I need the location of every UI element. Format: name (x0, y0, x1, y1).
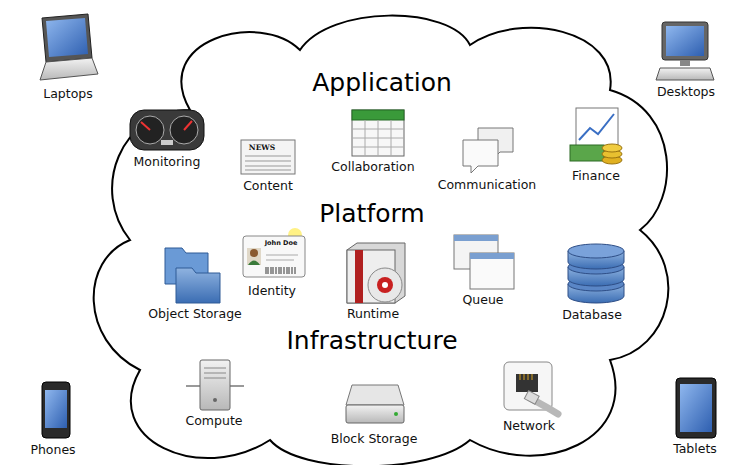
icon-label: Compute (185, 413, 242, 428)
newspaper-icon (241, 140, 295, 174)
icon-label: Tablets (673, 441, 717, 456)
icon-label: Desktops (657, 84, 715, 99)
icon-text: John Doe (265, 240, 298, 248)
finance-icon (570, 108, 622, 164)
icon-label: Network (503, 418, 555, 433)
tablet-icon (676, 378, 716, 438)
gauge-icon (130, 110, 204, 150)
icon-text: NEWS (249, 143, 275, 152)
icon-label: Monitoring (134, 154, 201, 169)
icon-label: Block Storage (331, 431, 418, 446)
icon-label: Object Storage (148, 306, 242, 321)
hard-drive-icon (346, 385, 404, 423)
icon-label: Content (243, 178, 293, 193)
icon-label: Laptops (43, 86, 93, 101)
folder-icon (165, 248, 220, 303)
icon-label: Finance (572, 168, 620, 183)
queue-windows-icon (454, 235, 514, 289)
layer-heading: Infrastructure (286, 326, 457, 356)
icon-label: Runtime (347, 306, 399, 321)
server-icon (186, 360, 244, 410)
runtime-box-icon (347, 243, 405, 303)
icon-label: Queue (462, 292, 503, 307)
layer-heading: Platform (319, 199, 424, 229)
desktop-icon (656, 22, 714, 80)
cloud-shape (94, 16, 669, 465)
icon-label: Collaboration (331, 159, 414, 174)
icon-label: Phones (30, 442, 75, 457)
id-card-icon (243, 228, 305, 277)
database-icon (568, 244, 624, 303)
network-jack-icon (504, 362, 558, 414)
layer-heading: Application (312, 68, 452, 98)
speech-bubbles-icon (463, 128, 513, 173)
calendar-icon (352, 110, 404, 156)
icon-label: Communication (438, 177, 537, 192)
icon-label: Database (562, 307, 622, 322)
icon-label: Identity (248, 283, 296, 298)
laptop-icon (40, 14, 98, 80)
phone-icon (42, 382, 70, 438)
